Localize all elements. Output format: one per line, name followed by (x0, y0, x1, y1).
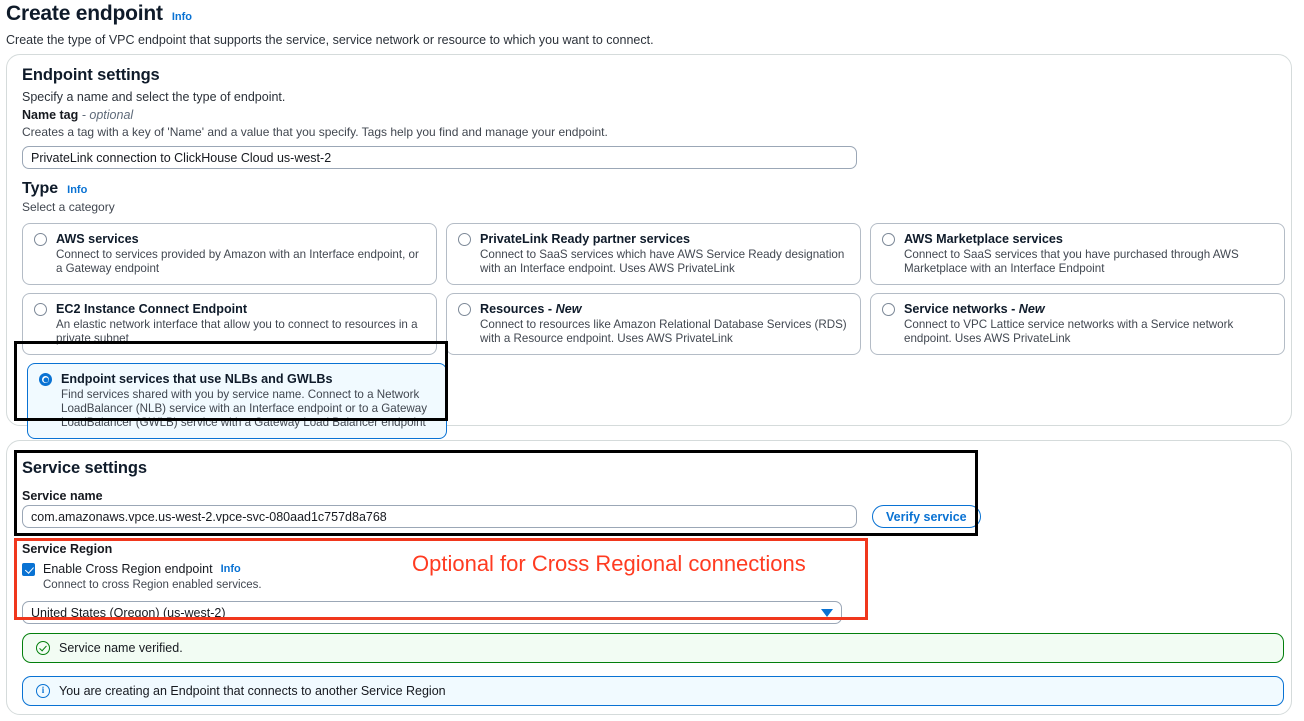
option-new-badge: New (1018, 302, 1045, 316)
endpoint-settings-panel: Endpoint settings Specify a name and sel… (6, 54, 1292, 439)
option-new-badge: New (555, 302, 582, 316)
option-title: Service networks - New (904, 302, 1045, 316)
alert-cross-service-region: You are creating an Endpoint that connec… (22, 676, 1284, 706)
type-option-service-networks[interactable]: Service networks - New Connect to VPC La… (870, 293, 1285, 355)
service-name-label-group: Service name (22, 489, 103, 503)
endpoint-settings-title: Endpoint settings (22, 66, 160, 84)
name-tag-optional-text: - optional (81, 108, 134, 122)
option-description: Connect to VPC Lattice service networks … (904, 318, 1234, 345)
service-region-selected-value: United States (Oregon) (us-west-2) (31, 605, 226, 620)
type-option-row-1: AWS services Connect to services provide… (22, 223, 1285, 285)
alert-text: Service name verified. (59, 641, 183, 655)
option-description: Connect to SaaS services that you have p… (904, 248, 1239, 275)
option-title: AWS services (56, 232, 139, 246)
endpoint-settings-subtitle: Specify a name and select the type of en… (22, 90, 286, 104)
option-title: PrivateLink Ready partner services (480, 232, 691, 246)
check-circle-icon (36, 641, 50, 655)
page-subtitle: Create the type of VPC endpoint that sup… (6, 33, 654, 47)
radio-icon[interactable] (458, 303, 471, 316)
service-region-select[interactable]: United States (Oregon) (us-west-2) (22, 601, 842, 624)
page-title-row: Create endpoint Info (6, 2, 1296, 26)
service-name-label: Service name (22, 489, 103, 503)
service-settings-panel: Service settings Service name com.amazon… (6, 440, 1292, 715)
type-option-endpoint-services-nlb-gwlb[interactable]: Endpoint services that use NLBs and GWLB… (27, 363, 447, 439)
option-title: AWS Marketplace services (904, 232, 1063, 246)
type-option-resources[interactable]: Resources - New Connect to resources lik… (446, 293, 861, 355)
option-title: Resources - New (480, 302, 582, 316)
service-settings-heading: Service settings (22, 459, 147, 478)
radio-icon[interactable] (882, 233, 895, 246)
option-description: Connect to services provided by Amazon w… (56, 248, 419, 275)
option-title: EC2 Instance Connect Endpoint (56, 302, 248, 316)
info-circle-icon (36, 684, 50, 698)
type-label: Type (22, 180, 59, 197)
option-description: An elastic network interface that allow … (56, 318, 418, 345)
alert-service-name-verified: Service name verified. (22, 633, 1284, 663)
page-header: Create endpoint Info Create the type of … (6, 2, 1296, 47)
page-title: Create endpoint (6, 2, 163, 25)
radio-icon[interactable] (34, 233, 47, 246)
chevron-down-icon[interactable] (821, 608, 833, 617)
option-description: Find services shared with you by service… (61, 388, 428, 429)
radio-icon[interactable] (882, 303, 895, 316)
cross-region-checkbox[interactable] (22, 562, 35, 576)
name-tag-description: Creates a tag with a key of 'Name' and a… (22, 125, 608, 139)
type-option-aws-marketplace-services[interactable]: AWS Marketplace services Connect to SaaS… (870, 223, 1285, 285)
option-description: Connect to SaaS services which have AWS … (480, 248, 845, 275)
cross-region-checkbox-description: Connect to cross Region enabled services… (43, 579, 262, 591)
cross-region-checkbox-label: Enable Cross Region endpoint (43, 562, 213, 576)
radio-icon[interactable] (34, 303, 47, 316)
verify-service-button[interactable]: Verify service (872, 505, 981, 528)
type-option-row-3: Endpoint services that use NLBs and GWLB… (22, 363, 1285, 439)
type-description: Select a category (22, 200, 115, 214)
page-info-link[interactable]: Info (171, 11, 193, 23)
name-tag-field-group: Name tag - optional Creates a tag with a… (22, 108, 862, 169)
type-info-link[interactable]: Info (67, 184, 88, 196)
name-tag-label: Name tag - optional (22, 108, 862, 122)
option-description: Connect to resources like Amazon Relatio… (480, 318, 847, 345)
service-name-input[interactable]: com.amazonaws.vpce.us-west-2.vpce-svc-08… (22, 505, 857, 528)
cross-region-checkbox-row[interactable]: Enable Cross Region endpoint Info (22, 562, 862, 576)
name-tag-label-text: Name tag (22, 108, 79, 122)
endpoint-settings-heading: Endpoint settings Specify a name and sel… (22, 66, 285, 104)
type-option-cards: AWS services Connect to services provide… (22, 223, 1285, 447)
cross-region-info-link[interactable]: Info (220, 563, 241, 575)
alert-text: You are creating an Endpoint that connec… (59, 684, 446, 698)
option-title: Endpoint services that use NLBs and GWLB… (61, 372, 333, 386)
type-option-row-2: EC2 Instance Connect Endpoint An elastic… (22, 293, 1285, 355)
type-option-ec2-instance-connect-endpoint[interactable]: EC2 Instance Connect Endpoint An elastic… (22, 293, 437, 355)
type-option-aws-services[interactable]: AWS services Connect to services provide… (22, 223, 437, 285)
type-heading-group: Type Info Select a category (22, 180, 115, 214)
name-tag-input[interactable]: PrivateLink connection to ClickHouse Clo… (22, 146, 857, 169)
radio-icon[interactable] (458, 233, 471, 246)
service-region-label: Service Region (22, 542, 113, 556)
radio-icon-selected[interactable] (39, 373, 52, 386)
annotation-note-cross-regional: Optional for Cross Regional connections (412, 551, 806, 576)
service-settings-title: Service settings (22, 459, 147, 477)
type-option-privatelink-ready-partner-services[interactable]: PrivateLink Ready partner services Conne… (446, 223, 861, 285)
